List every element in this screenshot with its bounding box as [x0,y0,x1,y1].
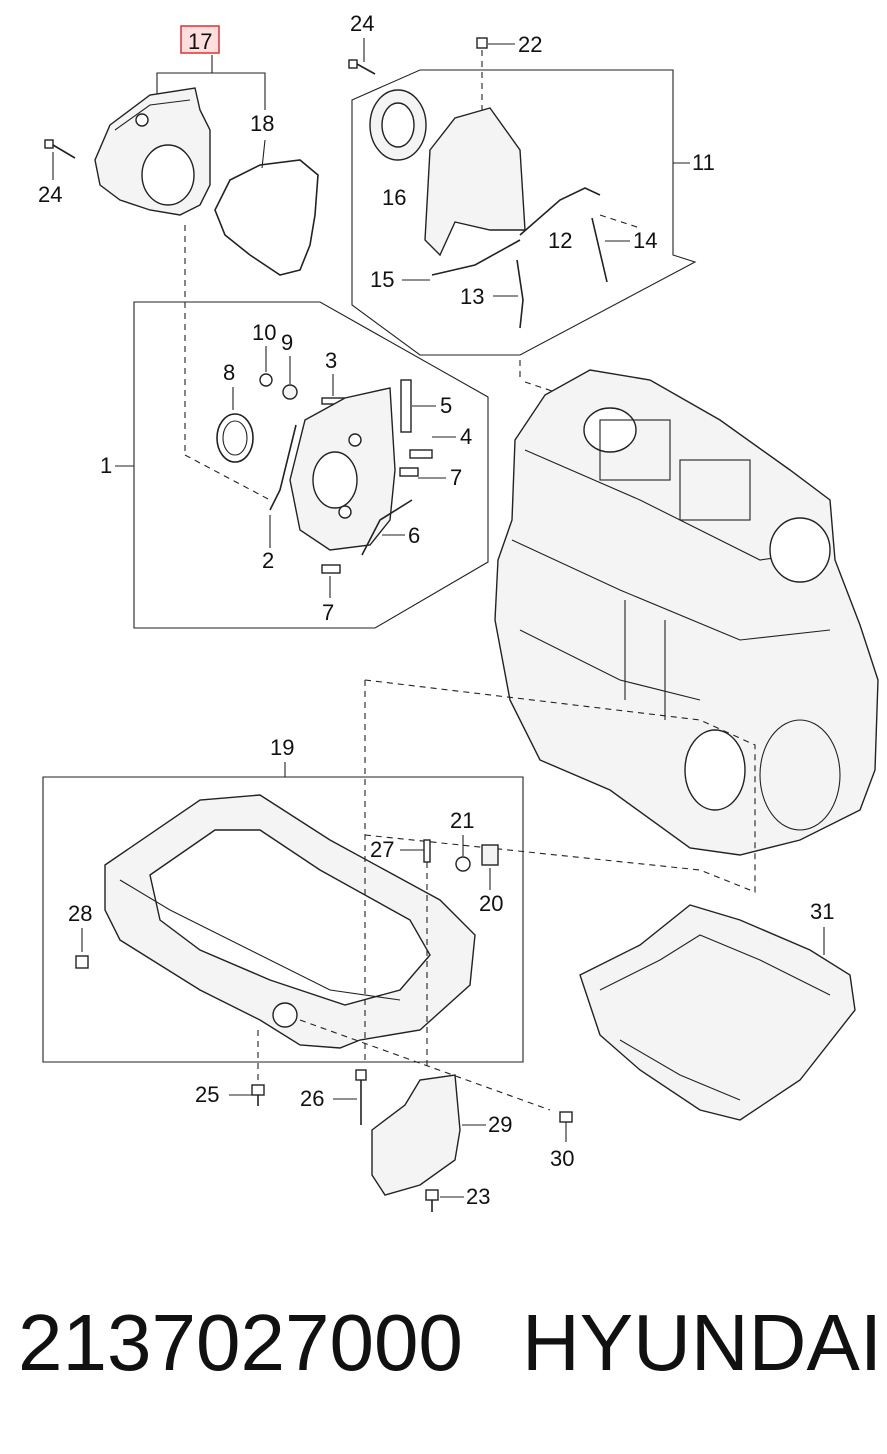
callout-23[interactable]: 23 [466,1184,490,1209]
callout-26[interactable]: 26 [300,1086,324,1111]
fasteners-group: 25 26 29 30 23 [195,1069,574,1212]
callout-22[interactable]: 22 [518,32,542,57]
gasket-14 [591,217,608,283]
brand-name: HYUNDAI [522,1298,883,1387]
callout-4[interactable]: 4 [460,424,472,449]
exploded-parts-diagram: 17 18 24 24 22 11 16 [38,11,879,1212]
callout-9[interactable]: 9 [281,330,293,355]
callout-14[interactable]: 14 [633,228,657,253]
callout-6[interactable]: 6 [408,523,420,548]
gasket-2 [269,424,297,511]
front-case-group: 1 10 9 8 3 2 5 4 7 6 [100,225,489,629]
gasket-6 [361,499,413,556]
gasket-13 [516,259,524,329]
front-case-frame [133,301,489,629]
dowel-5 [400,379,412,433]
callout-18[interactable]: 18 [250,111,274,136]
callout-10[interactable]: 10 [252,320,276,345]
callout-12[interactable]: 12 [548,228,572,253]
callout-28[interactable]: 28 [68,901,92,926]
callout-11[interactable]: 11 [692,150,715,175]
oil-pan-frame [42,776,524,1063]
oil-pan-group: 19 27 21 20 28 [42,680,551,1111]
callout-8[interactable]: 8 [223,360,235,385]
gasket-15 [431,239,521,276]
callout-27[interactable]: 27 [370,837,394,862]
oil-pan-ref-group: 31 [579,899,856,1121]
callout-1[interactable]: 1 [100,453,112,478]
callout-30[interactable]: 30 [550,1146,574,1171]
callout-25[interactable]: 25 [195,1082,219,1107]
callout-5[interactable]: 5 [440,393,452,418]
bolt-24-left [44,139,76,159]
callout-24-left[interactable]: 24 [38,182,62,207]
oil-pan-ref [579,904,856,1121]
upper-cover-frame [351,69,697,356]
callout-21[interactable]: 21 [450,808,474,833]
callout-7-right[interactable]: 7 [450,465,462,490]
callout-15[interactable]: 15 [370,267,394,292]
callout-13[interactable]: 13 [460,284,484,309]
callout-16[interactable]: 16 [382,185,406,210]
callout-24-top[interactable]: 24 [350,11,374,36]
gasket-18 [214,159,319,276]
callout-31[interactable]: 31 [810,899,834,924]
callout-2[interactable]: 2 [262,548,274,573]
callout-3[interactable]: 3 [325,348,337,373]
callout-20[interactable]: 20 [479,891,503,916]
callout-17[interactable]: 17 [188,29,212,54]
baffle-29 [371,1074,461,1196]
callout-19[interactable]: 19 [270,735,294,760]
part-number: 2137027000 [18,1298,463,1387]
gasket-12 [519,187,601,236]
callout-7-bottom[interactable]: 7 [322,600,334,625]
timing-cover-group: 17 18 24 [38,25,319,276]
upper-timing-cover [424,107,526,257]
highlight-box-17[interactable] [180,25,220,54]
engine-block [364,369,879,893]
callout-29[interactable]: 29 [488,1112,512,1137]
upper-cover-group: 24 22 11 16 12 14 15 13 [348,11,715,380]
oil-seal-8 [216,413,254,463]
